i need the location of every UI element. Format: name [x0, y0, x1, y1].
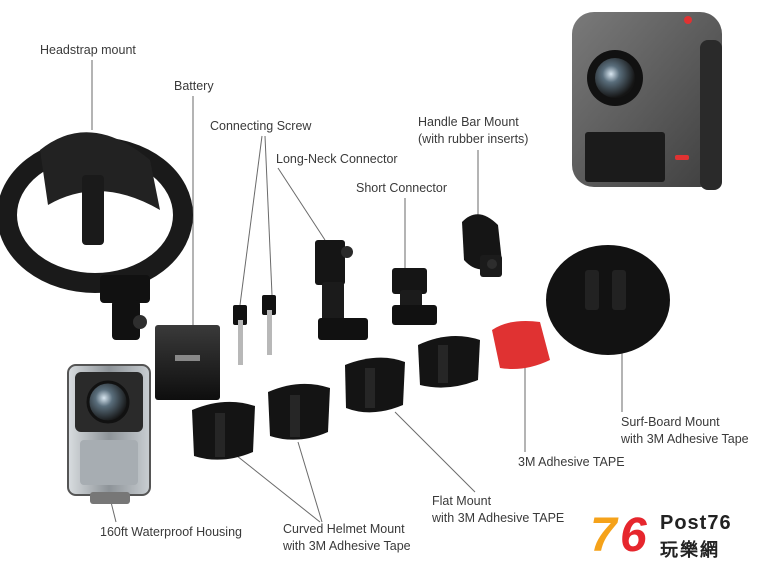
post76-logo: 7 6 Post76 玩樂網 [590, 509, 752, 562]
label-curved-helmet-mount: Curved Helmet Mount [283, 522, 405, 536]
label-battery: Battery [174, 79, 214, 93]
short-connector [392, 268, 437, 325]
label-connecting-screw: Connecting Screw [210, 119, 312, 133]
long-neck-connector [315, 240, 368, 340]
label-waterproof-housing: 160ft Waterproof Housing [100, 525, 242, 539]
connecting-screws [233, 295, 276, 365]
handle-bar-mount [462, 214, 502, 277]
label-curved-helmet-mount-sub: with 3M Adhesive Tape [283, 539, 411, 553]
label-flat-mount: Flat Mount [432, 494, 492, 508]
label-short-connector: Short Connector [356, 181, 448, 195]
adhesive-tape [492, 321, 550, 369]
label-surf-board-mount-sub: with 3M Adhesive Tape [621, 432, 749, 446]
logo-wordmark-latin: Post76 [660, 512, 732, 534]
label-long-neck-connector: Long-Neck Connector [276, 152, 398, 166]
action-camera [572, 12, 722, 190]
headstrap-mount [0, 132, 193, 340]
waterproof-housing [67, 364, 151, 504]
curved-helmet-mounts [192, 383, 330, 460]
label-handle-bar-mount-sub: (with rubber inserts) [418, 132, 529, 146]
flat-mounts [345, 336, 480, 413]
leader-lines [91, 60, 623, 523]
logo-digit-six: 6 [620, 509, 647, 562]
battery [155, 325, 220, 400]
surf-board-mount [546, 245, 670, 355]
label-headstrap-mount: Headstrap mount [40, 43, 136, 57]
logo-digit-seven: 7 [590, 509, 617, 562]
logo-wordmark-cjk: 玩樂網 [660, 540, 720, 561]
label-flat-mount-sub: with 3M Adhesive TAPE [432, 511, 565, 525]
label-handle-bar-mount: Handle Bar Mount [418, 115, 519, 129]
label-surf-board-mount: Surf-Board Mount [621, 415, 720, 429]
label-adhesive-tape: 3M Adhesive TAPE [518, 455, 625, 469]
